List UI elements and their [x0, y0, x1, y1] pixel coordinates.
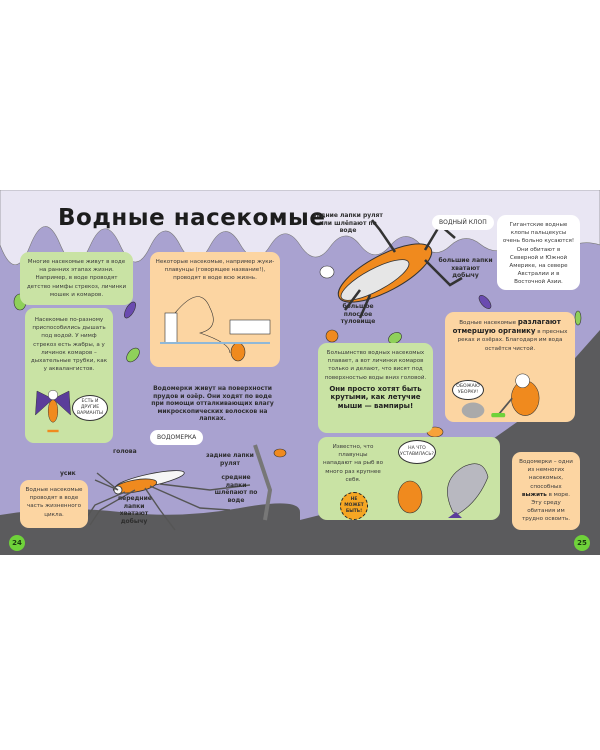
box-decompose-pre: Водные насекомые [459, 320, 518, 326]
page-number-25: 25 [574, 535, 590, 551]
box-lifelong-text: Некоторые насекомые, например жуки-плаву… [155, 259, 275, 282]
label-head: голова [113, 448, 137, 455]
box-upside-down-joke: Они просто хотят быть крутыми, как летуч… [329, 384, 422, 410]
box-breathing: Насекомые по-разному приспособились дыша… [25, 308, 113, 443]
box-upside-down-text: Большинство водных насекомых плавает, а … [324, 350, 427, 381]
label-hind-legs: задние лапки рулят [206, 452, 254, 467]
box-decompose-post: в пресных реках и озёрах. Благодаря им в… [457, 329, 568, 352]
water-strider-illustration [84, 444, 273, 531]
label-front-legs: передние лапки хватают добычу [118, 495, 152, 525]
water-bug-illustration [337, 219, 463, 319]
box-decompose: Водные насекомые разлагают отмершую орга… [445, 312, 575, 422]
box-upside-down: Большинство водных насекомых плавает, а … [318, 343, 433, 433]
box-giant: Гигантские водные клопы пальцекусы очень… [497, 215, 580, 290]
box-lifelong: Некоторые насекомые, например жуки-плаву… [150, 252, 280, 367]
label-antenna: усик [60, 470, 76, 477]
page-number-24: 24 [9, 535, 25, 551]
box-attack-text: Известно, что плавунцы нападают на рыб в… [323, 444, 383, 483]
box-sea-bold: выжить [521, 491, 547, 498]
label-bug-big-legs: большие лапки хватают добычу [438, 257, 493, 279]
label-middle-legs: средние лапки шлёпают по воде [214, 474, 258, 504]
box-breathing-text: Насекомые по-разному приспособились дыша… [30, 317, 108, 373]
badge-cannot: НЕ МОЖЕТ БЫТЬ! [340, 492, 368, 520]
bubble-stare: НА ЧТО УСТАВИЛАСЬ? [398, 440, 436, 464]
diving-beetle-illustration [160, 296, 271, 362]
box-sea-post: в море. Эту среду обитания им трудно осв… [521, 491, 571, 523]
box-decompose-bold: разлагают отмершую органику [452, 318, 561, 336]
dragonfly-nymph-illustration [35, 389, 71, 433]
box-sea-pre: Водомерки – одни из немногих насекомых, … [519, 459, 573, 490]
label-bug-hind-legs: задние лапки рулят или шлёпают по воде [313, 212, 383, 234]
box-early-life: Многие насекомые живут в воде на ранних … [20, 252, 133, 305]
cleaner-bug-illustration [461, 373, 540, 419]
box-sea: Водомерки – одни из немногих насекомых, … [512, 452, 580, 530]
box-part-life: Водные насекомые проводят в воде часть ж… [20, 480, 88, 528]
beetle-fish-illustration [397, 463, 489, 518]
book-spread: Водные насекомые Многие насекомые живут … [0, 190, 600, 555]
page-title: Водные насекомые [58, 205, 326, 231]
bubble-cleanup: ОБОЖАЮ УБОРКУ! [452, 380, 484, 400]
bug-pill: ВОДНЫЙ КЛОП [432, 215, 494, 230]
bubble-variants: ЕСТЬ И ДРУГИЕ ВАРИАНТЫ [72, 395, 108, 421]
label-bug-body: большое плоское туловище [340, 303, 376, 325]
strider-text: Водомерки живут на поверхности прудов и … [151, 385, 274, 422]
strider-pill: ВОДОМЕРКА [150, 430, 204, 445]
